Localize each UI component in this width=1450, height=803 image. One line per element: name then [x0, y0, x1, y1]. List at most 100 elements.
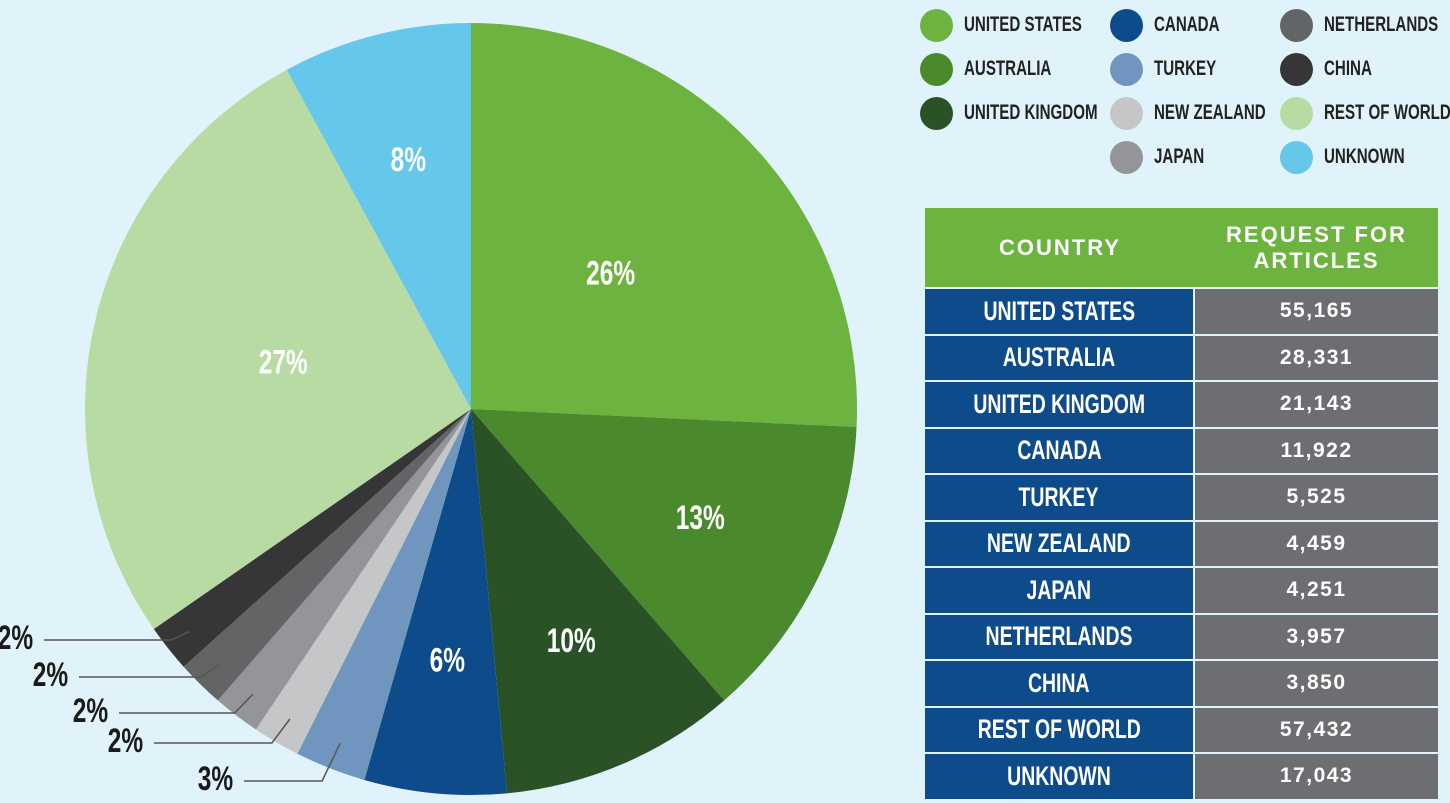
cell-requests: 4,459	[1195, 521, 1438, 566]
cell-country: TURKEY	[925, 475, 1195, 520]
table-row: UNKNOWN 17,043	[925, 752, 1438, 799]
cell-country: CANADA	[925, 428, 1195, 473]
cell-country-text: NEW ZEALAND	[987, 528, 1131, 559]
pie-slice-turkey	[297, 409, 471, 780]
pie-slice-china	[153, 409, 471, 667]
legend-swatch	[1110, 140, 1143, 174]
cell-country-text: CHINA	[1028, 667, 1090, 698]
pie-slice-japan	[217, 409, 471, 730]
legend-swatch	[920, 52, 953, 86]
table-row: CHINA 3,850	[925, 659, 1438, 706]
legend-swatch	[1110, 96, 1143, 130]
cell-country-text: JAPAN	[1026, 574, 1092, 605]
table-row: UNITED STATES 55,165	[925, 287, 1438, 334]
pie-slice-unknown	[286, 23, 471, 409]
legend-item-japan: JAPAN	[1110, 140, 1224, 174]
cell-country-text: TURKEY	[1019, 481, 1099, 512]
legend-item-united-states: UNITED STATES	[920, 8, 1128, 42]
cell-country: UNITED STATES	[925, 289, 1195, 334]
cell-requests: 57,432	[1195, 707, 1438, 752]
slice-label-rest-of-world: 27%	[259, 344, 308, 382]
header-requests: REQUEST FOR ARTICLES	[1226, 221, 1407, 273]
legend-swatch	[1280, 8, 1313, 42]
legend-item-australia: AUSTRALIA	[920, 52, 1085, 86]
legend-label: UNITED KINGDOM	[964, 101, 1098, 124]
cell-country: JAPAN	[925, 568, 1195, 613]
legend-label: CHINA	[1324, 57, 1372, 80]
slice-label-netherlands: 2%	[33, 656, 68, 694]
cell-requests: 4,251	[1195, 568, 1438, 613]
cell-country-text: CANADA	[1016, 435, 1102, 466]
callout-line-turkey	[244, 742, 341, 782]
legend-item-new-zealand: NEW ZEALAND	[1110, 96, 1309, 130]
legend-label: NETHERLANDS	[1324, 13, 1439, 36]
cell-country: NEW ZEALAND	[925, 521, 1195, 566]
callout-line-netherlands	[79, 664, 220, 678]
cell-requests: 5,525	[1195, 475, 1438, 520]
cell-country: CHINA	[925, 661, 1195, 706]
pie-labels: 26%13%10%6%3%2%2%2%2%27%8%	[0, 141, 725, 798]
pie-chart: 26%13%10%6%3%2%2%2%2%27%8%	[0, 23, 857, 798]
legend-swatch	[1110, 8, 1143, 42]
pie-slice-rest-of-world	[84, 69, 471, 630]
pie-slice-new-zealand	[255, 409, 471, 754]
table-row: NETHERLANDS 3,957	[925, 612, 1438, 659]
slice-label-turkey: 3%	[198, 760, 233, 798]
pie-slice-canada	[364, 409, 507, 795]
slice-label-australia: 13%	[676, 499, 725, 537]
table-header: COUNTRY REQUEST FOR ARTICLES	[925, 208, 1438, 287]
cell-country-text: AUSTRALIA	[1002, 342, 1116, 373]
legend-label: UNITED STATES	[964, 13, 1082, 36]
legend-label: NEW ZEALAND	[1154, 101, 1266, 124]
table-row: TURKEY 5,525	[925, 473, 1438, 520]
header-country: COUNTRY	[999, 234, 1121, 260]
slice-label-unknown: 8%	[391, 141, 426, 179]
cell-country-text: UNKNOWN	[1007, 760, 1111, 791]
cell-requests: 3,957	[1195, 614, 1438, 659]
legend-item-netherlands: NETHERLANDS	[1280, 8, 1450, 42]
table-row: JAPAN 4,251	[925, 566, 1438, 613]
slice-label-japan: 2%	[73, 692, 108, 730]
legend-item-unknown: UNKNOWN	[1280, 140, 1436, 174]
pie-slices	[84, 23, 857, 795]
pie-slice-australia	[471, 409, 857, 701]
cell-country: REST OF WORLD	[925, 707, 1195, 752]
callout-line-japan	[119, 693, 254, 714]
cell-requests: 3,850	[1195, 661, 1438, 706]
legend-swatch	[1280, 140, 1313, 174]
table-row: NEW ZEALAND 4,459	[925, 519, 1438, 566]
legend: UNITED STATES AUSTRALIA UNITED KINGDOM CANA…	[920, 6, 1450, 176]
slice-label-canada: 6%	[430, 642, 465, 680]
legend-label: AUSTRALIA	[964, 57, 1052, 80]
cell-country-text: UNITED KINGDOM	[973, 388, 1145, 419]
legend-swatch	[920, 96, 953, 130]
cell-country: UNKNOWN	[925, 754, 1195, 799]
cell-requests: 21,143	[1195, 382, 1438, 427]
legend-item-china: CHINA	[1280, 52, 1391, 86]
table-row: CANADA 11,922	[925, 426, 1438, 473]
slice-label-new-zealand: 2%	[108, 722, 143, 760]
pie-callouts	[44, 630, 341, 782]
cell-requests: 28,331	[1195, 335, 1438, 380]
cell-country-text: REST OF WORLD	[977, 714, 1141, 745]
cell-country: AUSTRALIA	[925, 335, 1195, 380]
cell-country-text: UNITED STATES	[983, 295, 1135, 326]
legend-label: CANADA	[1154, 13, 1220, 36]
legend-label: REST OF WORLD	[1324, 101, 1450, 124]
legend-item-canada: CANADA	[1110, 8, 1245, 42]
legend-swatch	[1110, 52, 1143, 86]
table-row: UNITED KINGDOM 21,143	[925, 380, 1438, 427]
slice-label-china: 2%	[0, 619, 33, 657]
legend-swatch	[920, 8, 953, 42]
cell-country: UNITED KINGDOM	[925, 382, 1195, 427]
cell-country-text: NETHERLANDS	[985, 621, 1133, 652]
pie-slice-united-kingdom	[471, 409, 725, 794]
cell-requests: 17,043	[1195, 754, 1438, 799]
legend-item-turkey: TURKEY	[1110, 52, 1240, 86]
legend-label: UNKNOWN	[1324, 145, 1405, 168]
table-row: AUSTRALIA 28,331	[925, 333, 1438, 380]
cell-requests: 55,165	[1195, 289, 1438, 334]
cell-requests: 11,922	[1195, 428, 1438, 473]
callout-line-china	[44, 630, 190, 641]
